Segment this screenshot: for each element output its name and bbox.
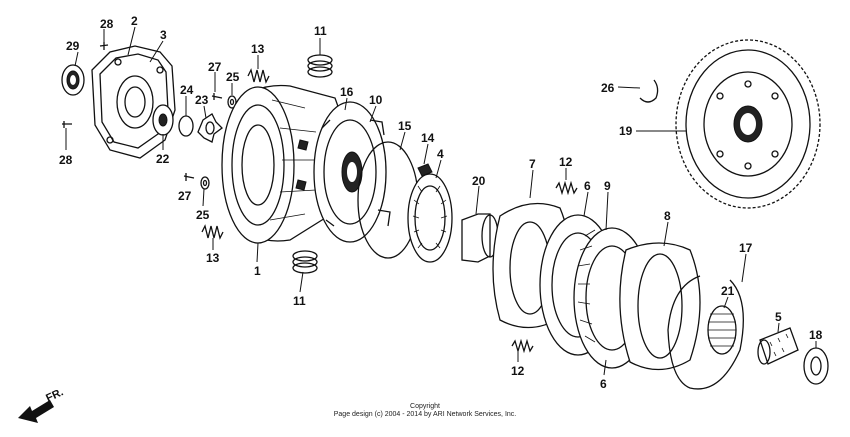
callout-19: 19 bbox=[619, 124, 633, 138]
callout-11: 11 bbox=[314, 24, 327, 38]
callout-11b: 11 bbox=[293, 294, 306, 308]
part-10-16-hub bbox=[313, 101, 391, 243]
callout-10: 10 bbox=[369, 93, 383, 107]
callout-7: 7 bbox=[529, 157, 536, 171]
callout-23: 23 bbox=[195, 93, 209, 107]
part-1-clutch-drum bbox=[221, 84, 344, 244]
callout-13b: 13 bbox=[206, 251, 220, 265]
callout-29: 29 bbox=[66, 39, 80, 53]
copyright-title: Copyright bbox=[410, 403, 440, 410]
callout-14: 14 bbox=[421, 131, 435, 145]
callout-26: 26 bbox=[601, 81, 615, 95]
part-8-pressure-plate bbox=[619, 242, 701, 371]
callout-21: 21 bbox=[721, 284, 735, 298]
callout-12b: 12 bbox=[511, 364, 525, 378]
part-4-one-way-clutch bbox=[407, 173, 453, 263]
part-14-clip bbox=[417, 163, 433, 177]
callout-3: 3 bbox=[160, 28, 167, 42]
front-arrow-icon bbox=[18, 400, 54, 423]
callout-18: 18 bbox=[809, 328, 823, 342]
callout-2: 2 bbox=[131, 14, 138, 28]
callout-28: 28 bbox=[100, 17, 114, 31]
part-19-large-gear bbox=[675, 39, 821, 209]
callout-1: 1 bbox=[254, 264, 261, 278]
callout-5: 5 bbox=[775, 310, 782, 324]
callout-22: 22 bbox=[156, 152, 170, 166]
part-23-star bbox=[197, 113, 223, 143]
callout-28b: 28 bbox=[59, 153, 73, 167]
callout-12: 12 bbox=[559, 155, 573, 169]
front-label: FR. bbox=[44, 386, 65, 404]
callout-4: 4 bbox=[437, 147, 444, 161]
callout-9: 9 bbox=[604, 179, 611, 193]
callout-27b: 27 bbox=[178, 189, 192, 203]
springs-12 bbox=[511, 180, 578, 354]
part-24-ring bbox=[178, 115, 194, 137]
part-17-snap-ring bbox=[667, 275, 744, 390]
part-21-gear bbox=[707, 305, 737, 355]
callout-17: 17 bbox=[739, 241, 753, 255]
part-5-bushing bbox=[757, 327, 799, 365]
copyright-notice: Page design (c) 2004 - 2014 by ARI Netwo… bbox=[334, 411, 517, 418]
callout-25b: 25 bbox=[196, 208, 210, 222]
callout-8: 8 bbox=[664, 209, 671, 223]
callout-24: 24 bbox=[180, 83, 194, 97]
callout-25: 25 bbox=[226, 70, 240, 84]
part-22-gear bbox=[152, 104, 174, 136]
callout-27: 27 bbox=[208, 60, 222, 74]
part-26-circlip bbox=[639, 79, 659, 103]
copyright-footer: Copyright Page design (c) 2004 - 2014 by… bbox=[334, 403, 517, 418]
part-2-3-cover bbox=[91, 45, 176, 159]
callout-20: 20 bbox=[472, 174, 486, 188]
front-direction-indicator: FR. bbox=[18, 386, 65, 423]
part-29-bearing bbox=[61, 64, 85, 96]
callout-6b: 6 bbox=[600, 377, 607, 391]
part-18-washer bbox=[803, 347, 829, 385]
callout-6: 6 bbox=[584, 179, 591, 193]
callout-13: 13 bbox=[251, 42, 265, 56]
callout-16: 16 bbox=[340, 85, 354, 99]
springs-13 bbox=[201, 68, 270, 240]
callout-15: 15 bbox=[398, 119, 412, 133]
part-20-sleeve bbox=[461, 213, 499, 263]
callout-leaders bbox=[65, 26, 817, 376]
callout-numbers: 28 2 3 29 28 22 24 23 27 25 13 27 25 13 … bbox=[59, 14, 823, 391]
